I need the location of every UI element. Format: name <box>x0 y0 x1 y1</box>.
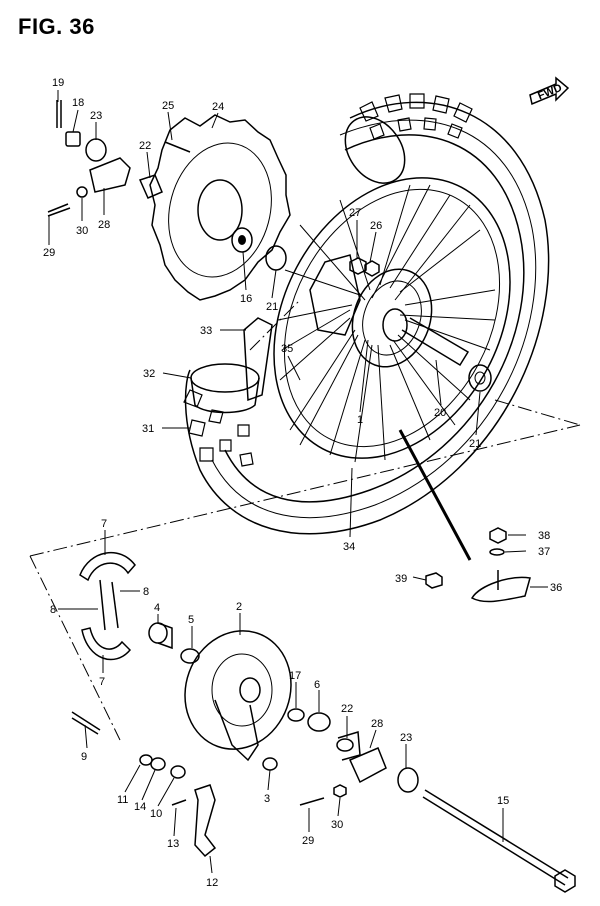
callout-39: 39 <box>395 573 407 585</box>
callout-22-lower: 22 <box>341 703 353 715</box>
lower-axle-hardware <box>262 708 419 793</box>
callout-7-upper: 7 <box>101 518 107 530</box>
rear-axle <box>422 789 576 893</box>
callout-2: 2 <box>236 601 242 613</box>
callout-27: 27 <box>349 207 361 219</box>
callout-21-lower: 21 <box>469 438 481 450</box>
rim-lock-parts <box>425 527 531 603</box>
callout-28-lower: 28 <box>371 718 383 730</box>
callout-30-lower: 30 <box>331 819 343 831</box>
callout-3: 3 <box>264 793 270 805</box>
callout-28: 28 <box>98 219 110 231</box>
callout-leader-lines <box>48 90 548 874</box>
callout-12: 12 <box>206 877 218 889</box>
callout-33: 33 <box>200 325 212 337</box>
figure-title: FIG. 36 <box>18 14 95 39</box>
wheel-hub <box>309 254 492 392</box>
callout-29-lower: 29 <box>302 835 314 847</box>
callout-25: 25 <box>162 100 174 112</box>
callout-7-lower: 7 <box>99 676 105 688</box>
callout-16: 16 <box>240 293 252 305</box>
callout-9: 9 <box>81 751 87 763</box>
callout-37: 37 <box>538 546 550 558</box>
callout-38: 38 <box>538 530 550 542</box>
callout-13: 13 <box>167 838 179 850</box>
callout-35: 35 <box>281 343 293 355</box>
callout-26: 26 <box>370 220 382 232</box>
valve-leader <box>398 429 472 561</box>
callout-14: 14 <box>134 801 146 813</box>
fwd-label: FWD <box>536 82 564 103</box>
callout-22: 22 <box>139 140 151 152</box>
callout-numbers: 19 18 23 25 24 22 30 28 29 27 26 16 21 3… <box>43 77 562 889</box>
callout-8-right: 8 <box>143 586 149 598</box>
brake-shoes <box>79 551 136 661</box>
callout-6: 6 <box>314 679 320 691</box>
callout-10: 10 <box>150 808 162 820</box>
rim-and-spokes <box>273 177 511 463</box>
callout-30: 30 <box>76 225 88 237</box>
callout-11: 11 <box>117 794 128 806</box>
brake-panel <box>184 630 292 762</box>
reference-lines <box>29 299 581 741</box>
callout-23: 23 <box>90 110 102 122</box>
callout-24: 24 <box>212 101 224 113</box>
callout-21-upper: 21 <box>266 301 278 313</box>
callout-36: 36 <box>550 582 562 594</box>
callout-19: 19 <box>52 77 64 89</box>
hub-nuts <box>349 257 380 277</box>
callout-31: 31 <box>142 423 154 435</box>
callout-5: 5 <box>188 614 194 626</box>
rim-band <box>243 317 273 402</box>
callout-1: 1 <box>357 414 363 426</box>
callout-8-left: 8 <box>50 604 56 616</box>
callout-15: 15 <box>497 795 509 807</box>
callout-32: 32 <box>143 368 155 380</box>
rear-sprocket <box>149 114 291 301</box>
callout-20: 20 <box>434 407 446 419</box>
bearing-21-upper <box>265 245 287 271</box>
callout-18: 18 <box>72 97 84 109</box>
callout-29: 29 <box>43 247 55 259</box>
callout-23-lower: 23 <box>400 732 412 744</box>
callout-34: 34 <box>343 541 355 553</box>
callout-17: 17 <box>289 670 301 682</box>
callout-4: 4 <box>154 602 160 614</box>
rear-tyre <box>183 93 550 535</box>
fwd-arrow-icon: FWD <box>529 76 570 106</box>
